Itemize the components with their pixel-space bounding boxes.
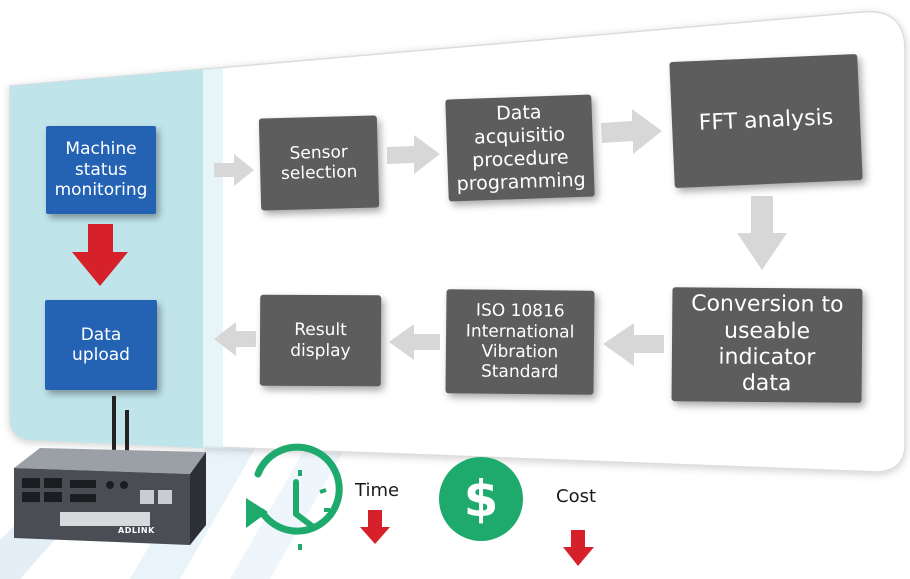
- fft-analysis-box: FFT analysis: [669, 53, 863, 189]
- dollar-coin-icon: [439, 457, 523, 541]
- arrow-down-icon: [737, 196, 787, 270]
- monitoring-panel-edge: [203, 68, 223, 449]
- arrow-right-icon: [214, 154, 254, 186]
- result-display-box: Result display: [259, 294, 382, 387]
- decrease-arrow-icon: [360, 510, 390, 544]
- arrow-right-icon: [387, 135, 440, 174]
- sensor-selection-box: Sensor selection: [258, 115, 380, 211]
- machine-status-monitoring-box: Machine status monitoring: [46, 126, 156, 214]
- arrow-left-icon: [214, 322, 256, 356]
- decrease-arrow-icon: [563, 530, 594, 566]
- clock-icon: [246, 443, 343, 550]
- data-upload-box: Data upload: [45, 300, 157, 390]
- iso-standard-box: ISO 10816 International Vibration Standa…: [445, 289, 595, 395]
- data-acquisition-box: Data acquisitio procedure programming: [445, 94, 595, 202]
- arrow-right-icon: [601, 109, 662, 154]
- industrial-pc-image: [14, 396, 206, 545]
- time-label: Time: [355, 480, 400, 501]
- arrow-left-icon: [389, 324, 440, 360]
- arrow-left-icon: [603, 323, 664, 366]
- dollar-symbol: $: [463, 470, 499, 528]
- conversion-box: Conversion to useable indicator data: [671, 287, 863, 403]
- device-brand-label: ADLINK: [118, 526, 155, 535]
- arrow-down-red-icon: [72, 224, 128, 286]
- cost-label: Cost: [556, 486, 597, 507]
- decor-stripe: [230, 440, 350, 579]
